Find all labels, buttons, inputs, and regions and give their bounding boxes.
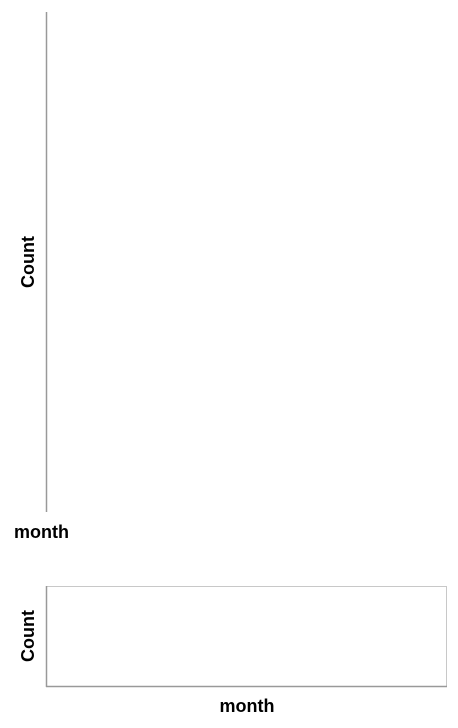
bottom-chart-y-label: Count	[18, 610, 38, 662]
top-chart: Count month	[14, 12, 69, 542]
top-chart-x-label: month	[14, 522, 69, 542]
top-chart-y-label: Count	[18, 236, 38, 288]
bottom-chart-x-label: month	[220, 696, 275, 716]
bottom-chart-plot-area	[46, 586, 447, 687]
